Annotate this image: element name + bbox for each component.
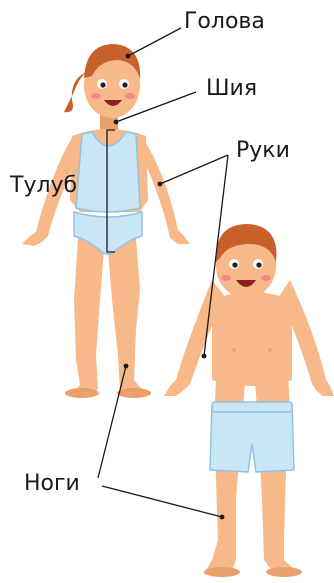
label-torso: Тулуб (10, 175, 77, 197)
label-arms: Руки (236, 140, 290, 162)
label-legs: Ноги (24, 473, 80, 495)
boy-figure (164, 224, 334, 577)
girl-figure (22, 44, 190, 398)
label-head: Голова (184, 11, 265, 33)
label-neck: Шия (206, 78, 257, 100)
